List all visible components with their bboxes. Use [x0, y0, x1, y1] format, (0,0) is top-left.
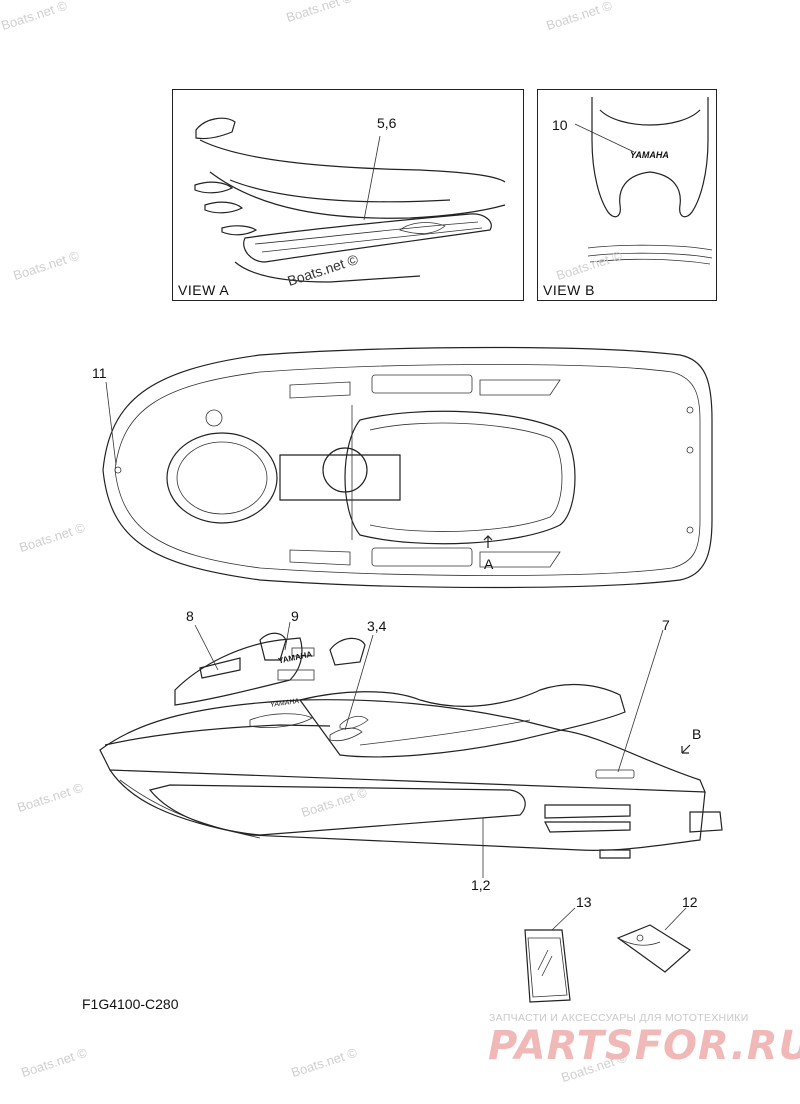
- view-a-label: VIEW A: [178, 282, 230, 298]
- part-12-drawing: [616, 907, 692, 973]
- view-b-label: VIEW B: [543, 282, 596, 298]
- callout-7: 7: [662, 617, 670, 633]
- callout-13: 13: [576, 894, 592, 910]
- callout-8: 8: [186, 608, 194, 624]
- view-b-panel: VIEW B: [537, 89, 717, 301]
- part-13-drawing: [524, 907, 576, 1003]
- callout-11: 11: [92, 365, 107, 381]
- top-view-drawing: [102, 346, 713, 589]
- brand-tagline: ЗАПЧАСТИ И АКСЕССУАРЫ ДЛЯ МОТОТЕХНИКИ: [489, 1012, 749, 1024]
- callout-10: 10: [552, 117, 568, 133]
- callout-A: A: [484, 556, 494, 572]
- callout-B: B: [692, 726, 702, 742]
- callout-12: 12: [682, 894, 698, 910]
- callout-5-6: 5,6: [377, 115, 397, 131]
- view-a-drawing: [194, 117, 506, 283]
- view-a-panel: VIEW A: [172, 89, 524, 301]
- view-b-yamaha-emblem: YAMAHA: [630, 150, 669, 160]
- view-b-drawing: [574, 97, 713, 265]
- brand-logo: PARTSFOR.RU: [488, 1023, 800, 1069]
- figure-code: F1G4100-C280: [82, 996, 179, 1012]
- callout-1-2: 1,2: [471, 877, 491, 893]
- callout-9: 9: [291, 608, 299, 624]
- callout-3-4: 3,4: [367, 618, 387, 634]
- side-view-drawing: [99, 621, 723, 878]
